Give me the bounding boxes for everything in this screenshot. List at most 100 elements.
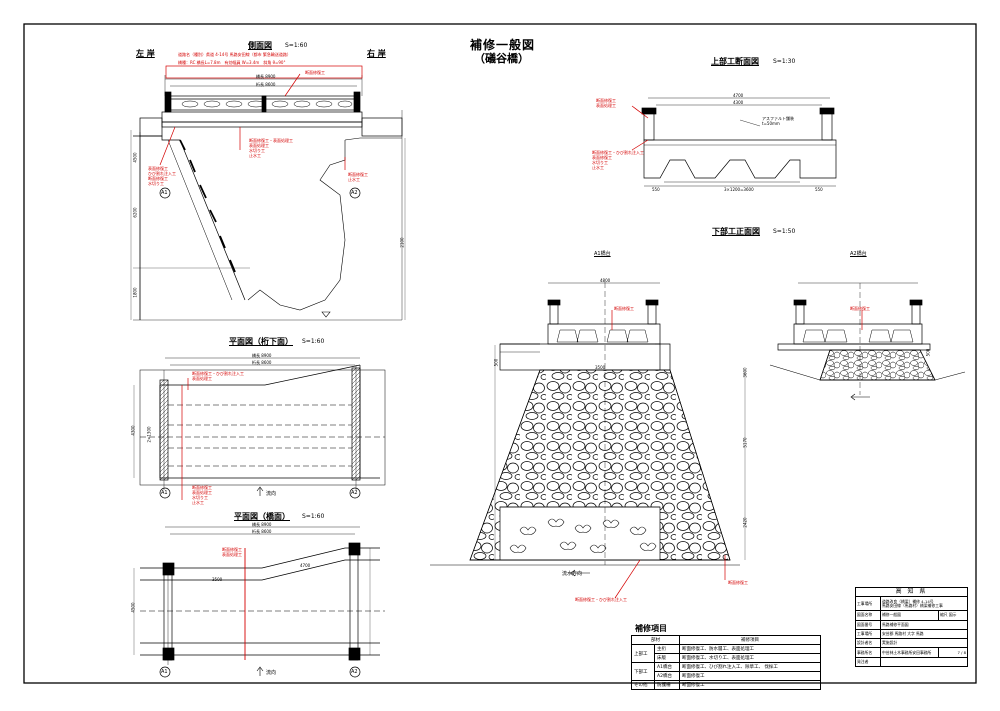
repair-group: 下部工: [631, 662, 655, 681]
repair-work: 断面修復工、防水層工、表面処理工: [679, 644, 821, 654]
super-section-title: 上部工断面図: [711, 57, 759, 66]
side-callout-3: 断面修復工 止水工: [348, 172, 368, 182]
tb-sheet-no: 7: [957, 649, 960, 655]
side-view-scale: S=1:60: [285, 42, 308, 49]
tb-scale-value: 図示: [948, 612, 957, 618]
plan-deck-scale: S=1:60: [302, 513, 325, 520]
side-callout-2: 断面修復工・表面処理工 表面処理工 水切り工 止水工: [249, 138, 293, 158]
sheet-subtitle: （礒谷橋）: [474, 52, 529, 65]
a1-callout-1: 断面修復工: [614, 306, 634, 311]
tb-value: 道路改良（橋梁）補修 4-14号 馬路安田線（馬路村）橋梁補修工事: [880, 596, 968, 612]
left-bank-label: 左 岸: [136, 49, 155, 58]
plan-below-dim-span: 橋長 8900: [252, 353, 272, 358]
tb-value: [880, 656, 968, 668]
repair-part: 床版: [654, 653, 680, 663]
side-dim-span: 橋長 8900: [256, 74, 276, 79]
plan-below-axis-a1: A1: [161, 490, 168, 496]
a1-abutment-front: [430, 282, 746, 577]
side-view-note-2: 橋種：RC 橋長L=7.8m 有効幅員 W=3.4m 斜角 θ=90°: [178, 60, 286, 65]
sub-front-title: 下部工正面図: [712, 227, 760, 236]
a2-callout-1: 断面修復工: [850, 306, 870, 311]
tb-key: 発注者: [855, 656, 881, 668]
plan-deck-callout-1: 断面修復工 表面処理工: [222, 547, 242, 557]
sheet-title: 補修一般図: [470, 38, 536, 52]
plan-deck-dim-2: 4700: [300, 563, 311, 568]
repair-part: 主桁: [654, 644, 680, 654]
plan-below-scale: S=1:60: [302, 338, 325, 345]
sub-dim-h5: 500: [925, 348, 931, 357]
plan-below-callout-1: 断面修復工・ひび割れ注入工 表面処理工: [192, 371, 244, 381]
sub-dim-h1: 500: [493, 358, 499, 367]
super-section-view: [641, 97, 837, 187]
super-section-scale: S=1:30: [773, 58, 796, 65]
a1-callout-3: 断面修復工・ひび割れ注入工: [575, 597, 627, 602]
plan-deck-dim-girder: 桁長 8600: [252, 529, 272, 534]
side-axis-a1: A1: [161, 190, 168, 196]
plan-below-callout-2: 断面修復工 表面処理工 水切り工 止水工: [192, 485, 212, 505]
super-dim-pitch: 3×1200=3600: [724, 187, 754, 192]
repair-work: 断面修復工、水切り工、表面処理工: [679, 653, 821, 663]
right-bank-label: 右 岸: [367, 49, 386, 58]
repair-part: A1橋台: [654, 662, 680, 672]
sheet-border: [23, 23, 977, 684]
super-dim-total: 4700: [733, 93, 744, 98]
repair-items-table: 補修項目 部材 補修項目 上部工 主桁 断面修復工、防水層工、表面処理工 床版 …: [631, 623, 821, 690]
title-block: 高 知 県 工事場所 道路改良（橋梁）補修 4-14号 馬路安田線（馬路村）橋梁…: [855, 586, 968, 668]
a1-abutment-callouts: [611, 310, 726, 599]
plan-below-dim-girder: 桁長 8600: [252, 360, 272, 365]
side-callout-1: 断面修復工: [305, 70, 325, 75]
tb-key: 図面番号: [855, 619, 881, 630]
tb-value: 補修一般図: [880, 610, 939, 621]
repair-part: 防護柵: [654, 680, 680, 690]
super-callout-1: 断面修復工 表面処理工: [596, 98, 616, 108]
repair-work: 断面修復工、ひび割れ注入工、除草工、 伐採工: [679, 662, 821, 672]
plan-below-dim-pitch: 2×1300: [146, 426, 152, 443]
super-dim-left: 550: [652, 187, 660, 192]
title-block-header: 高 知 県: [855, 586, 968, 598]
side-dim-h3: 1800: [132, 287, 138, 298]
tb-total-sheets: 8: [963, 649, 966, 655]
side-view: [130, 75, 406, 321]
sub-dim-h3: 3600: [742, 367, 748, 378]
tb-key: 工事場所: [855, 628, 881, 640]
tb-key: 設計者名: [855, 638, 881, 649]
side-view-title: 側面図: [248, 41, 272, 50]
repair-group: その他: [631, 680, 655, 690]
plan-below-axis-a2: A2: [351, 490, 358, 496]
a2-abutment-label: A2橋台: [850, 251, 867, 257]
plan-deck-flow: 流向: [266, 670, 277, 676]
side-dim-h1: 4500: [132, 152, 138, 163]
sub-dim-h2: 5170: [742, 437, 748, 448]
plan-below-view: [133, 357, 386, 499]
plan-below-flow: 流向: [266, 491, 277, 497]
sub-dim-top: 4800: [600, 278, 611, 283]
side-view-callouts: [159, 65, 363, 170]
tb-value: 安芸郡 馬路村 大字 馬路: [880, 628, 968, 640]
side-axis-a2: A2: [351, 190, 358, 196]
side-view-note-1: 道路名（種別）県道 4-14号 馬路安田線（都市 緊急輸送道路）: [178, 52, 291, 57]
super-dim-right: 550: [815, 187, 823, 192]
repair-work: 断面修復工: [679, 680, 821, 690]
repair-group: 上部工: [631, 644, 655, 663]
side-dim-h2: 6200: [132, 207, 138, 218]
plan-deck-dim-3: 4500: [130, 602, 136, 613]
tb-value: 実施設計: [880, 638, 968, 649]
super-section-callouts: [631, 105, 649, 151]
super-label-asphalt: アスファルト舗装: [762, 116, 794, 121]
plan-below-dim-width: 4300: [130, 425, 136, 436]
repair-work: 断面修復工: [679, 671, 821, 681]
tb-key: 図面名称: [855, 610, 881, 621]
tb-scale-label: 縮尺: [940, 612, 948, 618]
plan-deck-dim-span: 橋長 8900: [252, 522, 272, 527]
plan-deck-axis-a2: A2: [351, 669, 358, 675]
side-dim-h4: 2100: [399, 237, 405, 248]
repair-col-work: 補修項目: [679, 635, 821, 645]
side-dim-girder: 桁長 8600: [256, 82, 276, 87]
plan-deck-axis-a1: A1: [161, 669, 168, 675]
super-dim-width: 4300: [733, 100, 744, 105]
a2-abutment-front: [769, 282, 966, 401]
tb-value: 馬路補修平面図: [880, 619, 968, 630]
a1-callout-2: 断面修復工: [728, 580, 748, 585]
repair-col-part: 部材: [631, 635, 680, 645]
